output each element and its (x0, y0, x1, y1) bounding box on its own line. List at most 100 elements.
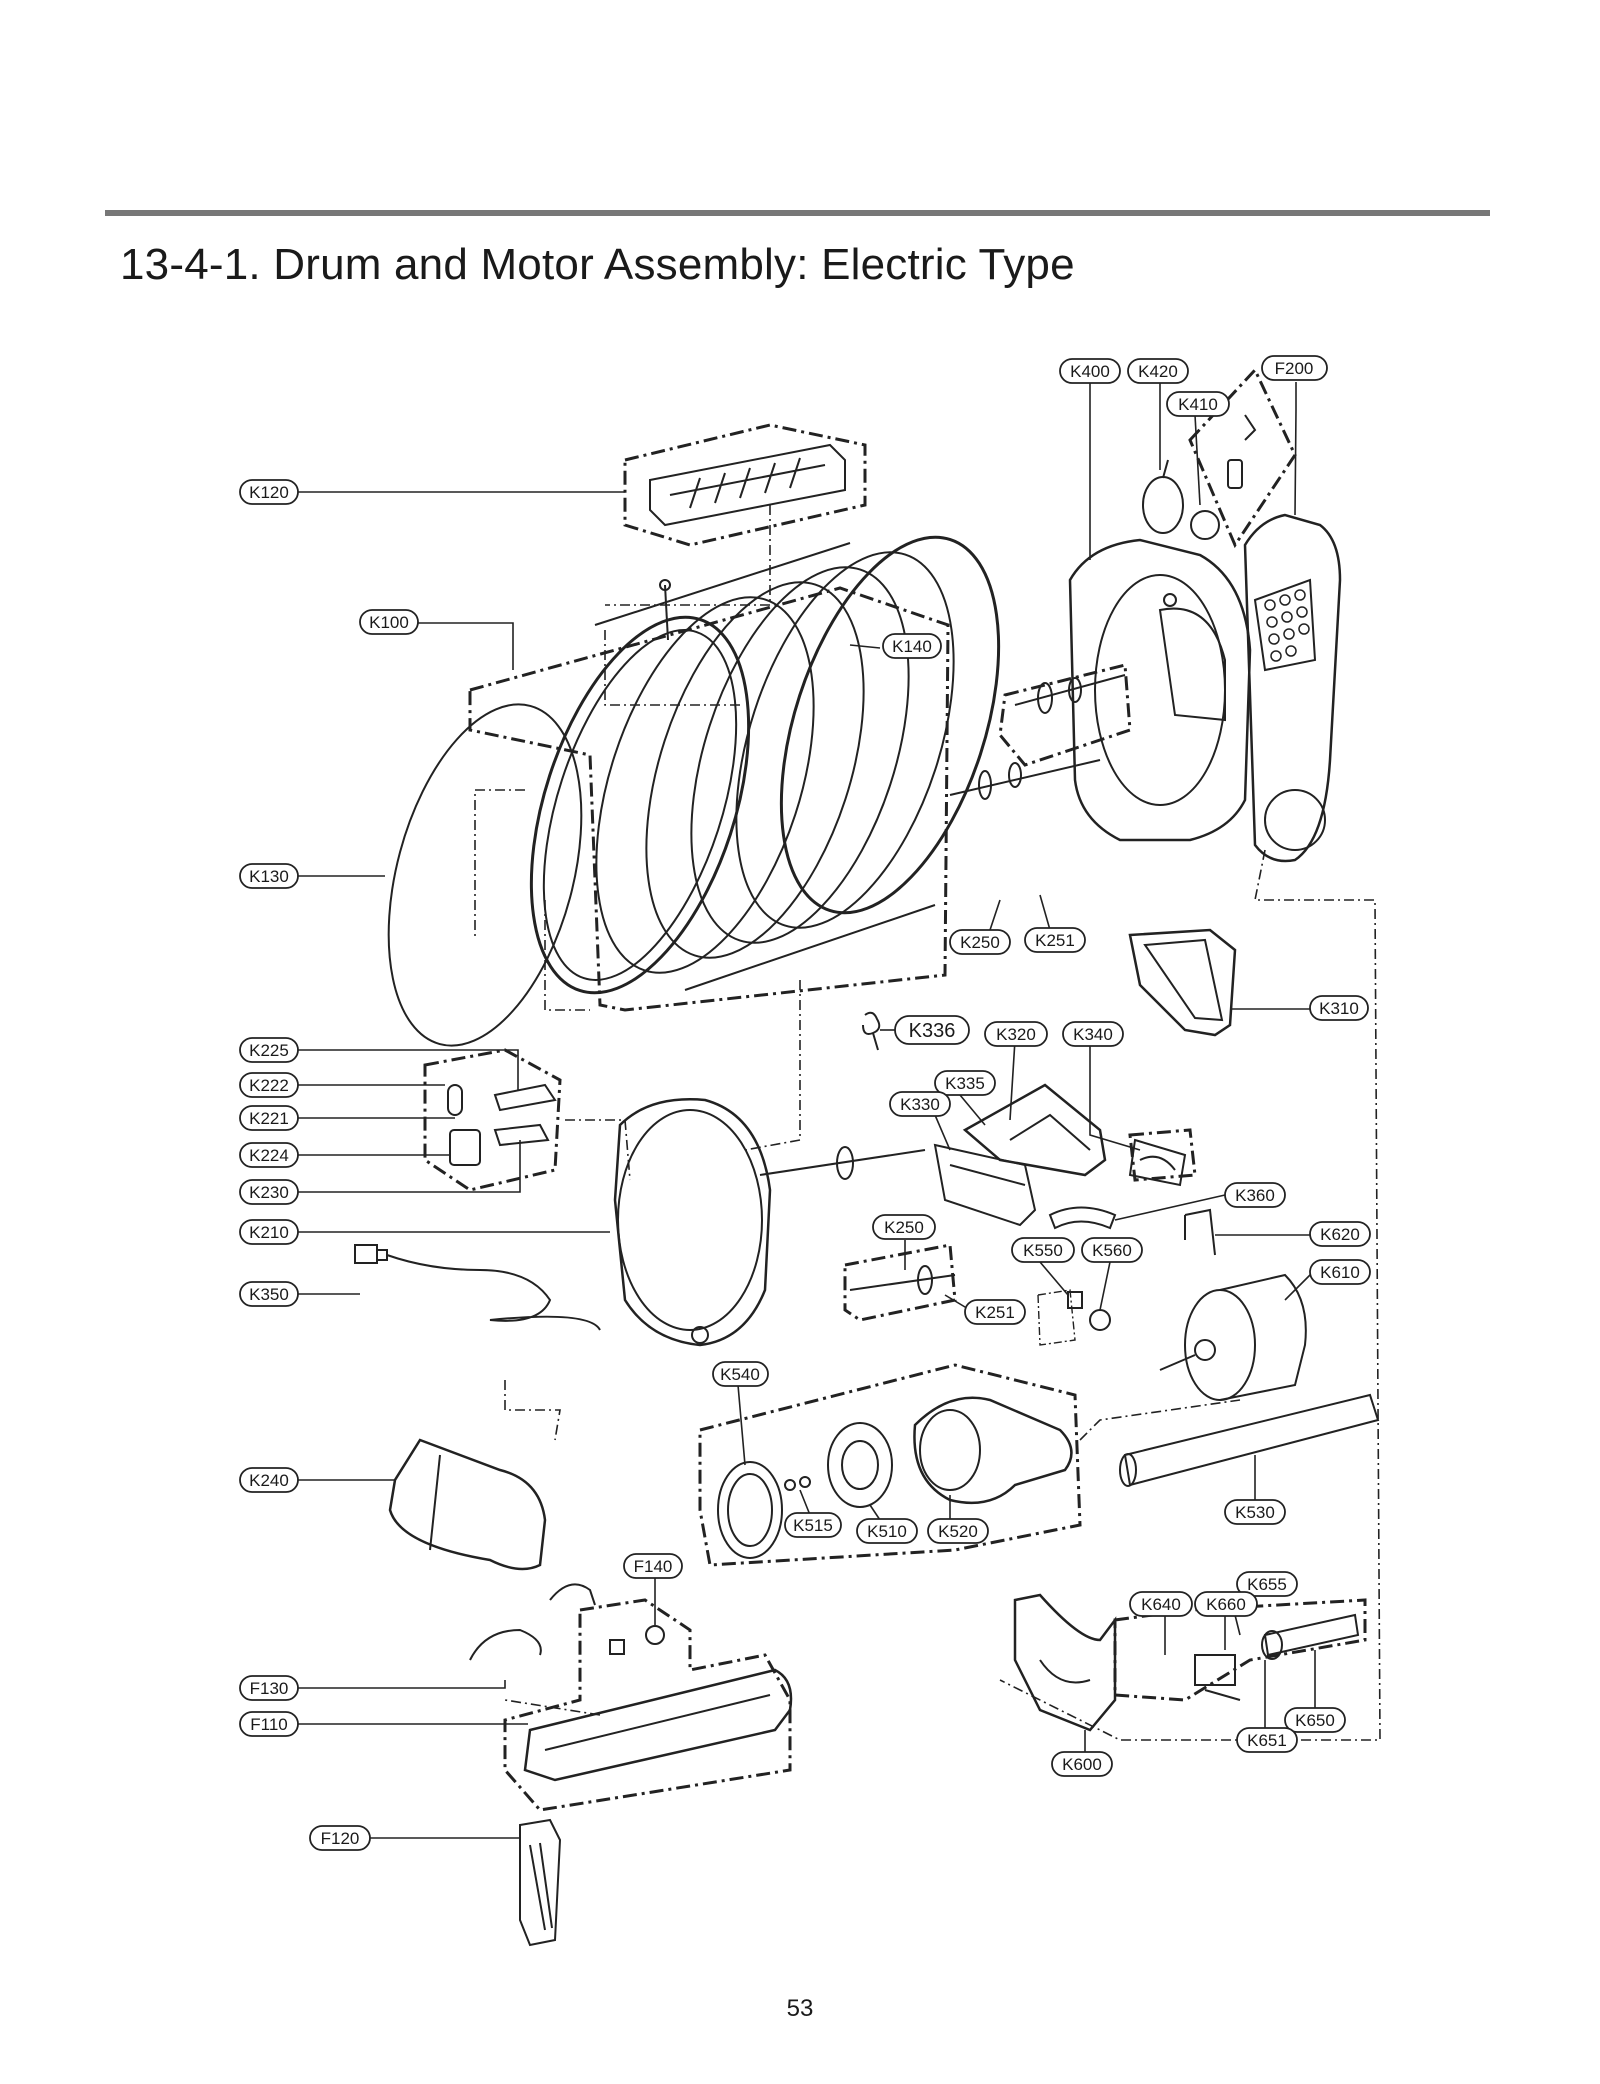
callout-k225: K225 (239, 1037, 299, 1063)
part-k120-grille (649, 443, 846, 527)
part-k540-gasket (717, 1461, 783, 1559)
callout-f120: F120 (309, 1825, 371, 1851)
callout-f110: F110 (239, 1711, 299, 1737)
callout-k250-upper: K250 (949, 929, 1011, 955)
part-k420-bracket (1142, 459, 1184, 534)
part-k130-seal (387, 703, 583, 1047)
part-f130-harness (469, 1583, 596, 1661)
part-k320-filter (962, 1083, 1107, 1177)
svg-text:K620: K620 (1320, 1225, 1360, 1244)
part-k610-motor (1159, 1273, 1307, 1401)
svg-text:K251: K251 (975, 1303, 1015, 1322)
callout-k221: K221 (239, 1105, 299, 1131)
part-k340-seal (1128, 1138, 1187, 1187)
callout-k600: K600 (1051, 1751, 1113, 1777)
part-k410-thermistor (1190, 414, 1257, 540)
part-k310-filter-housing (1128, 928, 1237, 1037)
svg-text:K660: K660 (1206, 1595, 1246, 1614)
callout-labels: K400 K420 F200 K410 K120 K100 K140 K130 … (239, 355, 1371, 1851)
svg-text:K550: K550 (1023, 1241, 1063, 1260)
svg-text:K360: K360 (1235, 1186, 1275, 1205)
part-k210-front-bulkhead (613, 1098, 772, 1347)
svg-text:K210: K210 (249, 1223, 289, 1242)
callout-k240: K240 (239, 1467, 299, 1493)
callout-k550: K550 (1011, 1237, 1075, 1263)
svg-text:K520: K520 (938, 1522, 978, 1541)
page-title: 13-4-1. Drum and Motor Assembly: Electri… (120, 240, 1075, 289)
callout-k330: K330 (889, 1091, 951, 1117)
callout-k120: K120 (239, 479, 299, 505)
callout-f130: F130 (239, 1675, 299, 1701)
callout-k222: K222 (239, 1072, 299, 1098)
part-k560-switch (1089, 1309, 1111, 1331)
part-k520-blower-housing (913, 1396, 1073, 1505)
part-k530-duct (1119, 1393, 1380, 1487)
part-drum (529, 535, 1001, 995)
header-rule (105, 210, 1490, 216)
svg-text:K651: K651 (1247, 1731, 1287, 1750)
svg-text:K140: K140 (892, 637, 932, 656)
callout-k540: K540 (712, 1361, 769, 1387)
svg-text:K650: K650 (1295, 1711, 1335, 1730)
svg-text:K120: K120 (249, 483, 289, 502)
svg-text:K250: K250 (884, 1218, 924, 1237)
callout-k610: K610 (1309, 1259, 1371, 1285)
svg-text:K230: K230 (249, 1183, 289, 1202)
callout-k510: K510 (856, 1518, 918, 1544)
svg-text:K410: K410 (1178, 395, 1218, 414)
svg-text:F110: F110 (250, 1715, 288, 1734)
part-k650-shaft (1261, 1613, 1360, 1660)
part-k400-rear-bulkhead (1068, 538, 1252, 842)
part-k600-motor-mount (1013, 1593, 1117, 1732)
part-f200-duct (1243, 513, 1342, 863)
callout-k660: K660 (1194, 1591, 1258, 1617)
callout-k650: K650 (1284, 1707, 1346, 1733)
callout-k400: K400 (1059, 358, 1121, 384)
callout-k350: K350 (239, 1281, 299, 1307)
leader-lines (298, 382, 1320, 1839)
svg-text:K335: K335 (945, 1074, 985, 1093)
svg-text:K655: K655 (1247, 1575, 1287, 1594)
callout-k530: K530 (1224, 1499, 1286, 1525)
callout-k640: K640 (1129, 1591, 1193, 1617)
part-k336-spring (862, 1011, 881, 1051)
part-k360-seal (1048, 1206, 1117, 1230)
callout-k560: K560 (1081, 1237, 1143, 1263)
svg-text:K330: K330 (900, 1095, 940, 1114)
callout-f200: F200 (1261, 355, 1328, 381)
callout-k251-upper: K251 (1024, 927, 1086, 953)
part-roller-upper (949, 674, 1126, 800)
callout-k655: K655 (1236, 1571, 1298, 1597)
part-k350-harness (354, 1244, 601, 1331)
part-k550-switch (1037, 1289, 1083, 1346)
svg-text:K400: K400 (1070, 362, 1110, 381)
callout-k410: K410 (1166, 391, 1230, 417)
svg-text:K250: K250 (960, 933, 1000, 952)
callout-k360: K360 (1224, 1182, 1286, 1208)
part-roller-lower (759, 1146, 956, 1295)
part-k240-cover (388, 1438, 547, 1571)
part-f140-thermostat (609, 1625, 665, 1655)
callout-k420: K420 (1127, 358, 1189, 384)
svg-text:K100: K100 (369, 613, 409, 632)
svg-text:K222: K222 (249, 1076, 289, 1095)
svg-text:K420: K420 (1138, 362, 1178, 381)
svg-text:F200: F200 (1275, 359, 1314, 378)
svg-text:K530: K530 (1235, 1503, 1275, 1522)
part-k640-idler (1194, 1654, 1241, 1701)
svg-text:K600: K600 (1062, 1755, 1102, 1774)
callout-k335: K335 (934, 1070, 996, 1096)
callout-k320: K320 (984, 1021, 1048, 1047)
svg-text:K320: K320 (996, 1025, 1036, 1044)
callout-k130: K130 (239, 863, 299, 889)
callout-k251-lower: K251 (964, 1299, 1026, 1325)
svg-text:K640: K640 (1141, 1595, 1181, 1614)
svg-text:K224: K224 (249, 1146, 289, 1165)
svg-text:K610: K610 (1320, 1263, 1360, 1282)
svg-text:K310: K310 (1319, 999, 1359, 1018)
svg-text:K540: K540 (720, 1365, 760, 1384)
callout-k620: K620 (1309, 1221, 1371, 1247)
svg-text:K251: K251 (1035, 931, 1075, 950)
callout-k515: K515 (784, 1512, 842, 1538)
